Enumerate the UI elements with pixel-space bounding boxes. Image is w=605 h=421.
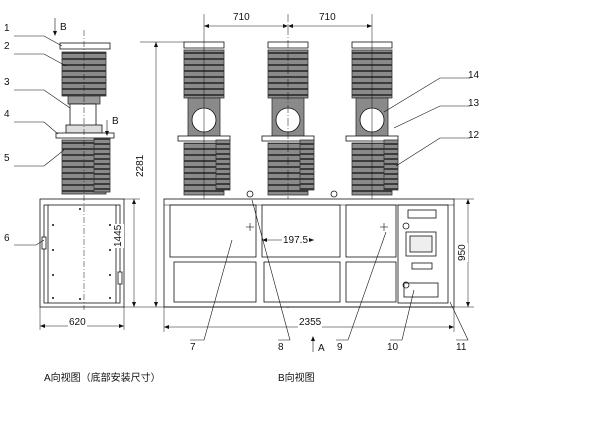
callout-4: 4 [4, 109, 10, 120]
dim-base-width-b: 2355 [298, 317, 323, 328]
callout-10: 10 [387, 342, 399, 353]
callout-5: 5 [4, 153, 10, 164]
dim-base-width-a: 620 [68, 317, 87, 328]
view-a-drawing [39, 18, 140, 330]
callout-9: 9 [337, 342, 343, 353]
dim-total-height: 2281 [135, 153, 146, 178]
dim-bracket-height: 950 [457, 243, 468, 262]
dim-frame-height: 1445 [113, 223, 124, 248]
callout-6: 6 [4, 233, 10, 244]
callout-1: 1 [4, 23, 10, 34]
dim-spacing-right: 710 [318, 12, 337, 23]
callout-2: 2 [4, 41, 10, 52]
dim-spacing-left: 710 [232, 12, 251, 23]
callout-12: 12 [468, 130, 480, 141]
cabinet [163, 198, 455, 308]
callout-11: 11 [456, 342, 467, 353]
view-marker-b-top: B [60, 22, 67, 33]
caption-view-b: B向视图 [278, 373, 315, 384]
leader-lines [14, 35, 470, 341]
frame-a [39, 198, 125, 308]
callout-7: 7 [190, 342, 196, 353]
view-b-drawing [140, 14, 474, 352]
view-marker-a-bottom: A [318, 343, 325, 354]
view-marker-b-mid: B [112, 116, 119, 127]
callout-3: 3 [4, 77, 10, 88]
top-terminal-plate [59, 42, 111, 50]
callout-14: 14 [468, 70, 480, 81]
caption-view-a: A向视图（底部安装尺寸） [44, 373, 161, 384]
callout-8: 8 [278, 342, 284, 353]
control-panel [397, 204, 449, 304]
callout-13: 13 [468, 98, 480, 109]
dim-center-offset: 197.5 [282, 235, 310, 246]
